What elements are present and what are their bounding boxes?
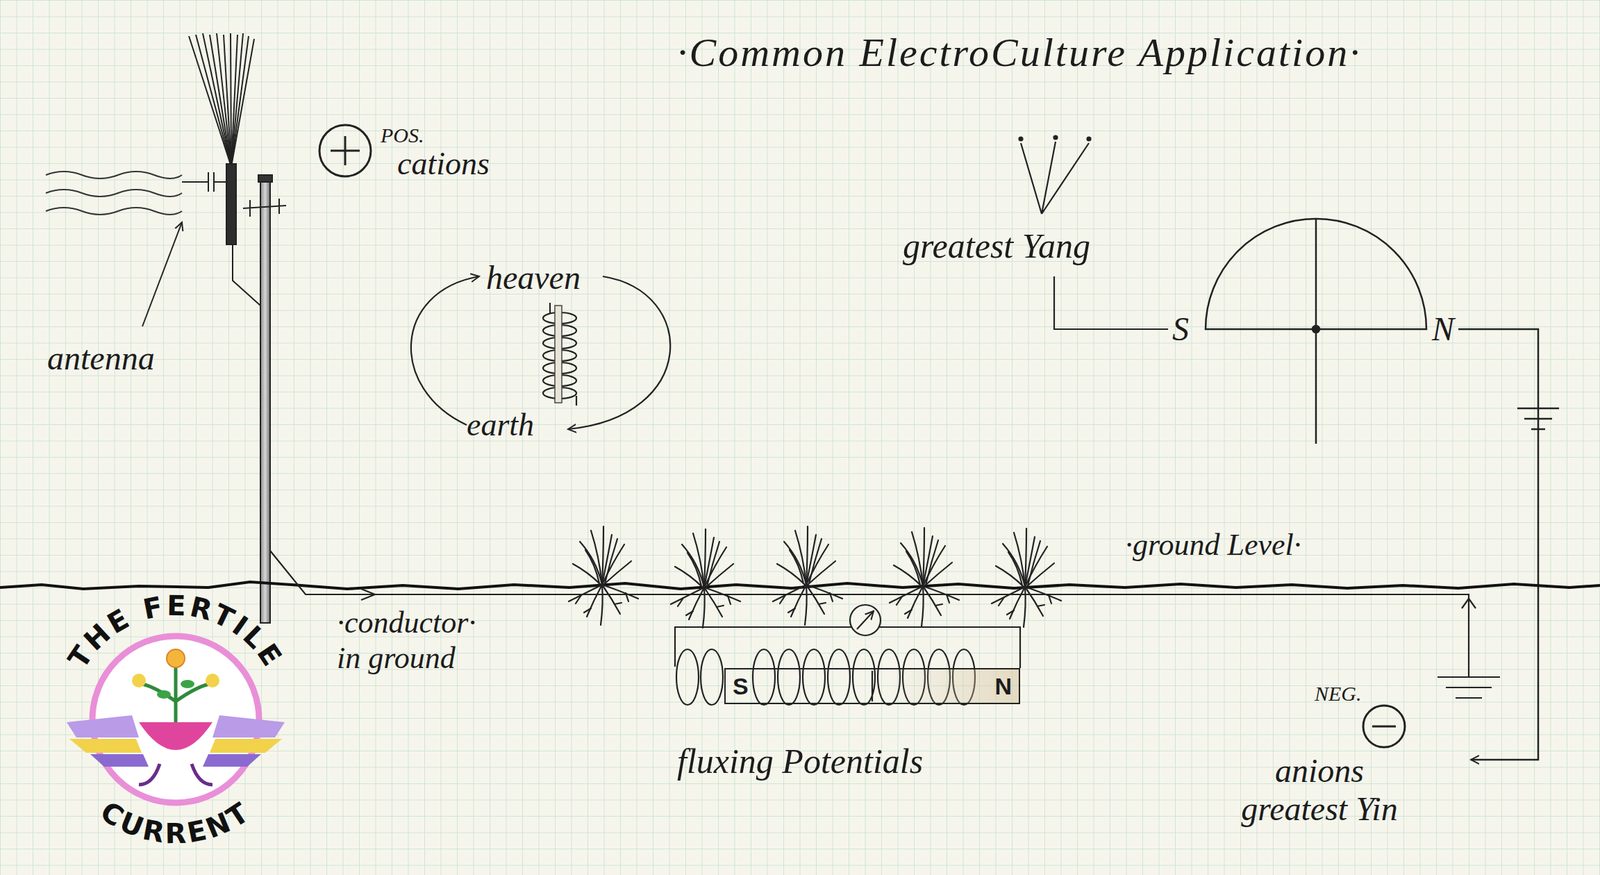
conductor: [270, 550, 1469, 678]
logo-text: CURRENT: [95, 795, 257, 850]
heaven-earth-cycle: [549, 302, 551, 314]
yang-antenna: [1020, 141, 1089, 214]
plants: [889, 527, 960, 627]
logo: [156, 690, 171, 699]
antenna: [181, 172, 227, 192]
coil: [700, 649, 723, 705]
logo: [138, 763, 213, 785]
antenna: [231, 33, 244, 167]
compass: [1312, 325, 1320, 333]
title: ·Common ElectroCulture Application·: [677, 29, 1362, 76]
heaven-earth-cycle: [575, 395, 578, 406]
ground-symbol: [1517, 408, 1560, 430]
pole: [243, 175, 287, 623]
pole: [243, 198, 287, 217]
pole: [260, 178, 271, 623]
heaven-earth-cycle: [411, 276, 480, 425]
logo: [205, 673, 220, 688]
compass: [1458, 329, 1539, 760]
logo: [180, 679, 195, 689]
compass-pole: N: [1431, 309, 1455, 348]
cycle-label: heaven: [486, 258, 581, 297]
radio-waves: [45, 207, 182, 215]
heaven-earth-cycle: [568, 276, 671, 430]
coil: [676, 649, 699, 705]
coil: [675, 604, 1021, 705]
logo: [131, 673, 146, 688]
logo: [142, 663, 210, 723]
logo: [90, 754, 149, 767]
logo: [69, 738, 142, 753]
yang-antenna: [1019, 137, 1023, 141]
compass: [1205, 218, 1539, 760]
antenna: [230, 33, 232, 167]
pole-label: greatest Yang: [902, 226, 1091, 267]
conductor: [361, 588, 375, 600]
ground-symbol: [1517, 408, 1560, 430]
positive-symbol: [319, 125, 371, 177]
radio-waves: [45, 189, 182, 197]
plants: [568, 526, 639, 625]
plants: [568, 526, 1062, 628]
logo: CURRENT: [95, 795, 257, 850]
pole-letter: S: [732, 672, 749, 700]
part-label: antenna: [47, 338, 155, 378]
plants: [670, 529, 741, 628]
positive-symbol: [319, 125, 371, 177]
antenna: [231, 36, 249, 167]
yang-antenna: [1054, 136, 1058, 140]
negative-symbol: [1363, 705, 1405, 748]
polarity-label: POS.: [380, 123, 425, 148]
logo: [212, 715, 285, 738]
logo: [209, 738, 282, 753]
part-label: ·conductor· in ground: [336, 605, 504, 676]
antenna: [226, 163, 237, 245]
part-label: fluxing Potentials: [677, 741, 923, 782]
logo: THE FERTILE: [61, 589, 290, 675]
level-label: ·ground Level·: [1125, 527, 1302, 564]
coil: [856, 611, 874, 630]
negative-symbol: [1372, 725, 1396, 728]
compass-pole: S: [1172, 309, 1189, 348]
conductor: [1437, 677, 1500, 698]
logo-text: THE FERTILE: [61, 589, 290, 675]
yang-antenna: [1087, 137, 1091, 141]
ion-label: anions greatest Yin: [1222, 751, 1417, 828]
positive-symbol: [330, 136, 360, 166]
antenna: [209, 34, 232, 167]
leader-arrow: [142, 222, 182, 327]
antenna: [216, 33, 232, 167]
coil: [850, 604, 881, 636]
radio-waves: [45, 171, 182, 215]
logo: THE FERTILE CURRENT: [52, 589, 300, 850]
logo: [138, 722, 213, 750]
magnet-bar: SN: [724, 668, 1021, 705]
negative-symbol: [1363, 705, 1405, 748]
antenna: [232, 244, 261, 306]
heaven-earth-cycle: [554, 305, 562, 403]
antenna: [202, 33, 232, 167]
polarity-label: NEG.: [1314, 681, 1362, 707]
logo: [166, 649, 185, 668]
radio-waves: [45, 171, 182, 179]
antenna: [231, 38, 255, 167]
pole-letter: N: [994, 672, 1012, 700]
logo: [202, 754, 262, 767]
logo: [66, 715, 139, 738]
antenna: [195, 34, 232, 167]
plants: [991, 528, 1062, 628]
yang-antenna: [1054, 276, 1169, 330]
heaven-earth-cycle: [411, 276, 671, 430]
conductor: [1461, 598, 1476, 609]
antenna: [181, 33, 261, 306]
cycle-label: earth: [466, 406, 535, 444]
ion-label: cations: [397, 145, 490, 183]
plants: [772, 526, 843, 625]
pole: [258, 175, 273, 182]
